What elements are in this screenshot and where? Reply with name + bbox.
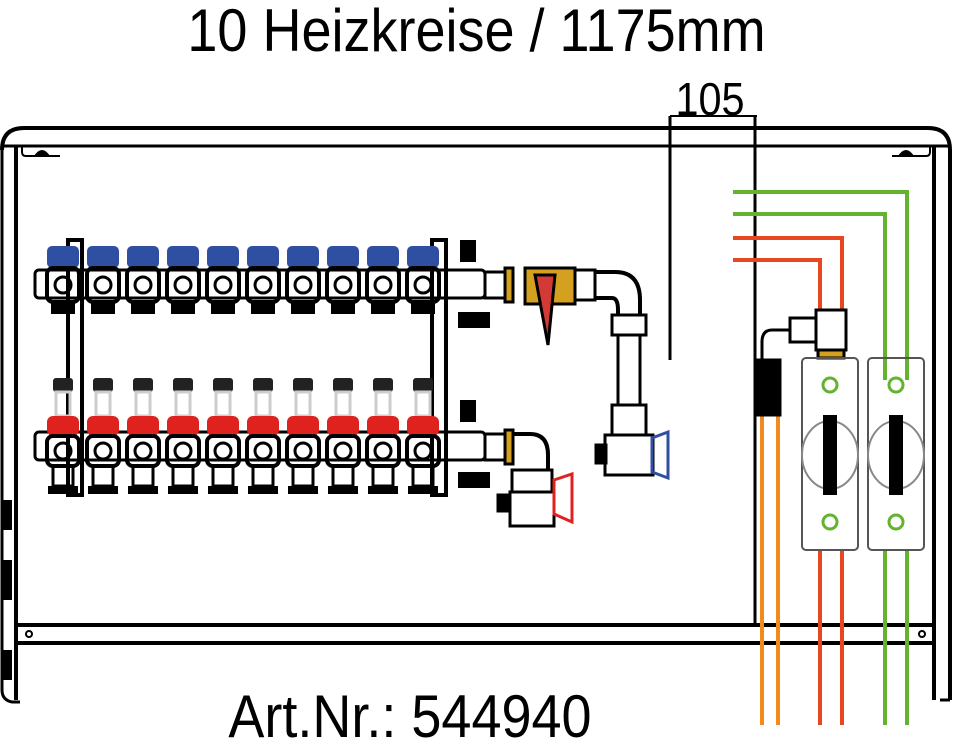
supply-valve-10 [405,246,441,314]
orange-pipes [760,412,780,725]
supply-valve-7 [285,246,321,314]
supply-valve-8 [325,246,361,314]
supply-valve-6 [245,246,281,314]
return-valve-6 [245,378,281,494]
pump-group-2 [867,357,925,551]
return-valve-9 [365,378,401,494]
supply-valve-1 [45,246,81,314]
supply-valve-9 [365,246,401,314]
air-vent-supply [458,240,490,328]
green-pipes [733,190,909,725]
mixing-tee [754,308,848,417]
red-pipes [733,236,844,725]
return-valve-8 [325,378,361,494]
manifold-brackets [66,238,448,497]
return-fittings [483,428,556,528]
side-latch [2,500,12,680]
supply-valve-3 [125,246,161,314]
return-valve-4 [165,378,201,494]
pump-group-1 [801,357,859,551]
return-valve-2 [85,378,121,494]
return-valve-1 [45,378,81,494]
supply-valve-4 [165,246,201,314]
cabinet-frame [0,115,952,704]
drawing-title: 10 Heizkreise / 1175mm [187,0,766,64]
supply-valve-5 [205,246,241,314]
hinge-left-icon [34,150,50,156]
return-valve-handle-icon [552,471,574,525]
supply-valve-handle-icon [650,429,670,481]
return-valve-5 [205,378,241,494]
supply-fittings [483,266,655,477]
air-vent-return [458,400,490,488]
return-valve-3 [125,378,161,494]
return-valve-7 [285,378,321,494]
return-valve-10 [405,378,441,494]
article-number: Art.Nr.: 544940 [228,683,592,750]
supply-valve-2 [85,246,121,314]
hinge-right-icon [898,150,914,156]
